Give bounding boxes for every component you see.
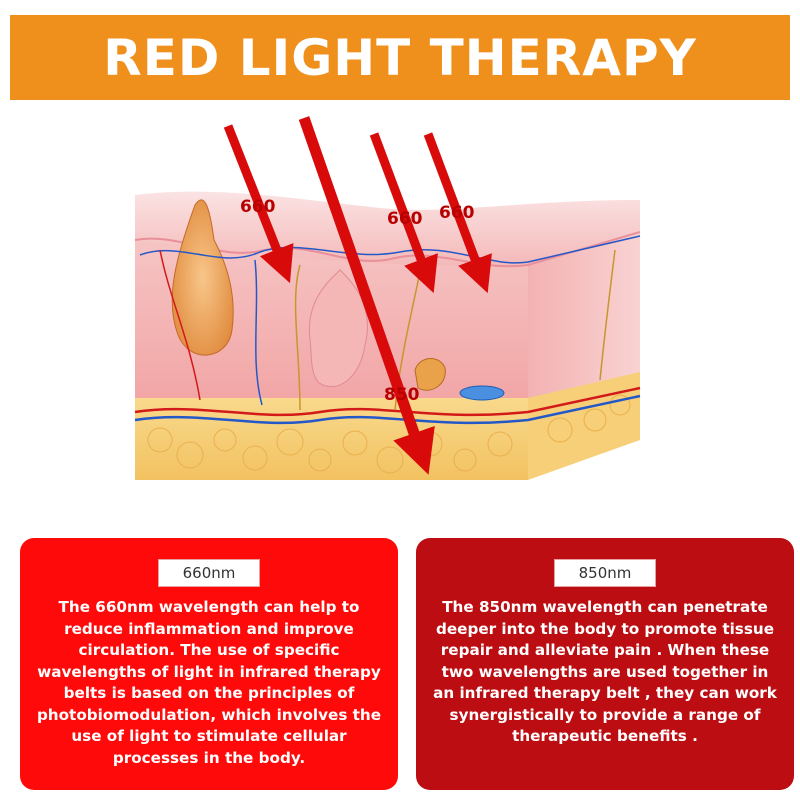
arrow-660-1 — [223, 124, 294, 284]
arrow-label-850: 850 — [384, 385, 420, 405]
card-660nm: 660nm The 660nm wavelength can help to r… — [20, 538, 398, 790]
nerve-ending — [459, 385, 505, 401]
arrow-label-660-1: 660 — [240, 197, 276, 217]
page-title: RED LIGHT THERAPY — [103, 28, 697, 87]
arrow-850 — [298, 116, 435, 475]
arrow-660-2 — [369, 132, 438, 294]
hair-follicle — [171, 199, 234, 356]
card-660nm-text: The 660nm wavelength can help to reduce … — [36, 598, 382, 767]
card-850nm: 850nm The 850nm wavelength can penetrate… — [416, 538, 794, 790]
skin-cross-section-diagram: 660 660 660 850 — [134, 116, 641, 480]
title-banner: RED LIGHT THERAPY — [10, 15, 790, 100]
arrow-label-660-3: 660 — [439, 203, 475, 223]
sweat-gland — [414, 358, 446, 391]
fat-cells — [147, 394, 631, 474]
badge-660nm: 660nm — [158, 559, 260, 587]
arrow-660-3 — [423, 132, 492, 294]
hair-follicle-pink — [308, 269, 368, 388]
card-850nm-text: The 850nm wavelength can penetrate deepe… — [433, 598, 777, 745]
arrow-label-660-2: 660 — [387, 209, 423, 229]
light-arrows — [223, 116, 492, 475]
badge-850nm: 850nm — [554, 559, 656, 587]
